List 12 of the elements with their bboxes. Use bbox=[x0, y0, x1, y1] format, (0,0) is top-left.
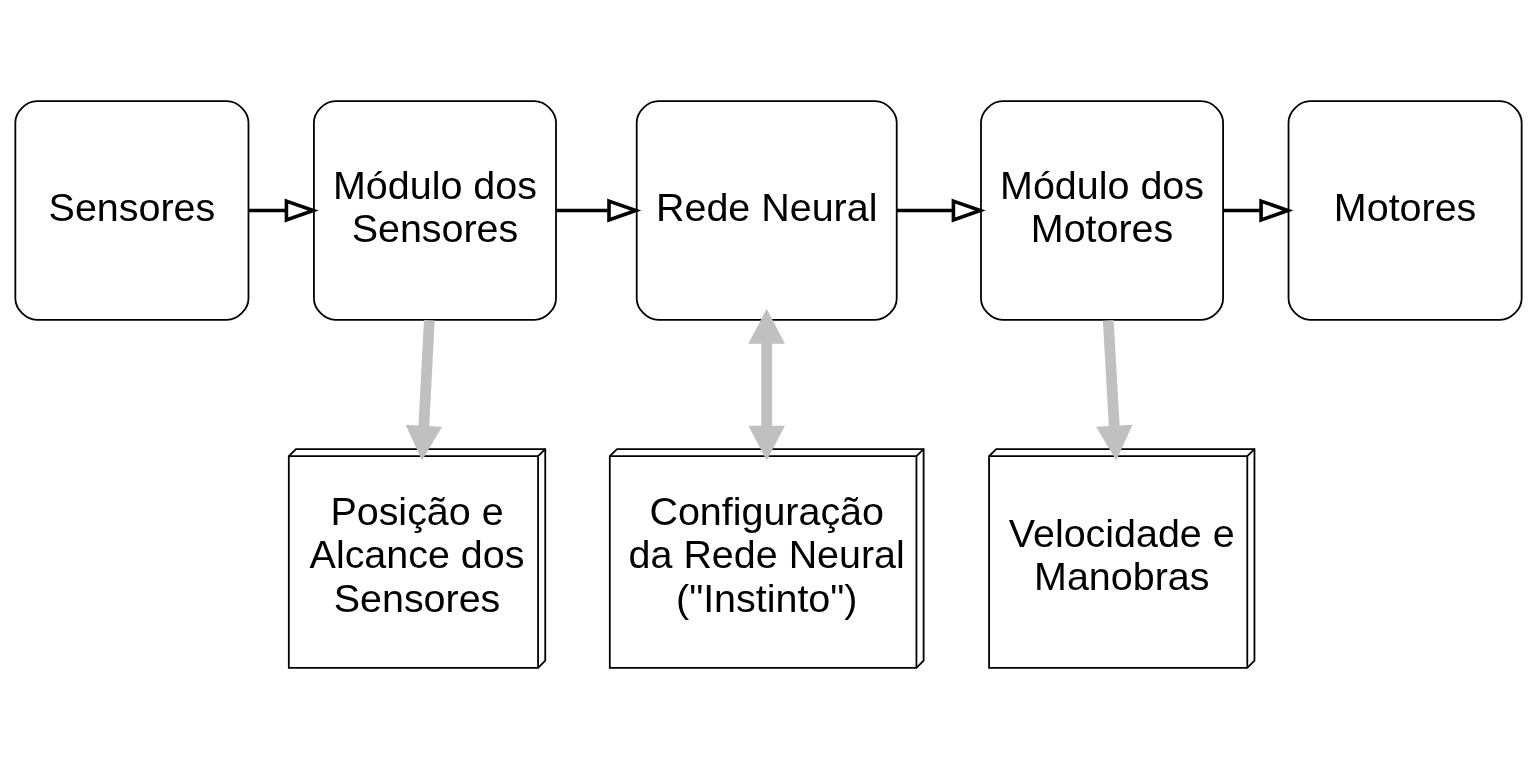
arrow bbox=[556, 198, 642, 223]
node-box: Rede Neural bbox=[635, 100, 898, 321]
node-box: Motores bbox=[1287, 100, 1523, 321]
node-box: Módulo dos Motores bbox=[980, 100, 1224, 321]
arrow bbox=[1223, 198, 1294, 223]
node-box: Módulo dos Sensores bbox=[313, 100, 557, 321]
arrow bbox=[405, 320, 443, 461]
node-box: Sensores bbox=[14, 100, 250, 321]
arrow bbox=[248, 198, 319, 223]
arrow bbox=[748, 308, 785, 461]
arrow bbox=[897, 198, 986, 223]
arrow bbox=[1096, 320, 1133, 461]
